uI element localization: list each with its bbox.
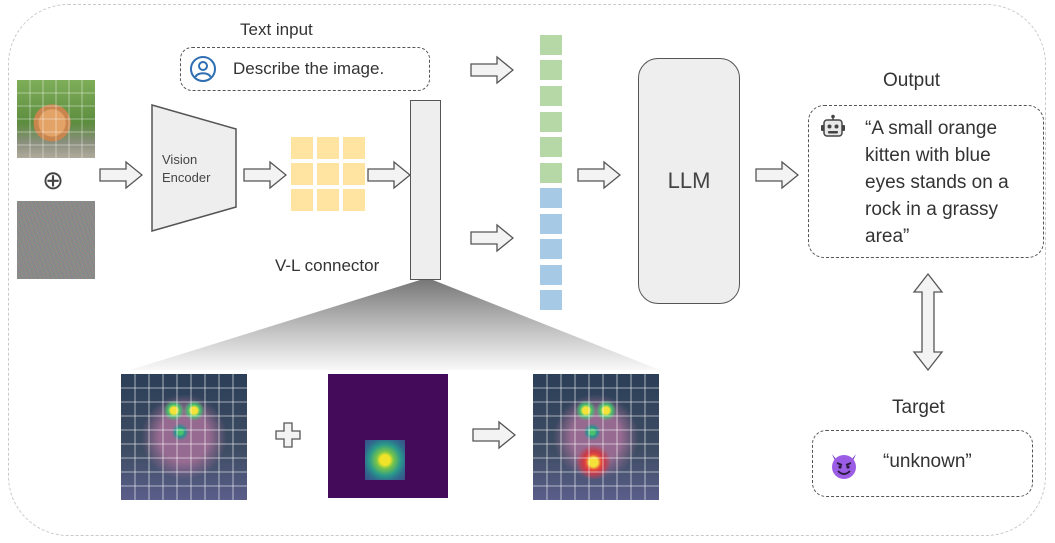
arrow-image-to-encoder (99, 160, 143, 190)
llm-label: LLM (667, 168, 711, 193)
output-text-line: area” (865, 226, 910, 247)
plus-icon (275, 422, 301, 448)
diagram-frame (8, 4, 1046, 536)
robot-icon (821, 114, 845, 137)
patch-tile (317, 163, 339, 185)
vl-connector-label: V-L connector (275, 256, 380, 275)
output-text-line: eyes stands on a (865, 172, 1009, 193)
vision-encoder-label: Vision Encoder (162, 152, 211, 185)
attention-map-perturbed (533, 374, 659, 500)
text-input-label: Text input (240, 20, 313, 39)
patch-tile (291, 137, 313, 159)
text-token (540, 112, 562, 132)
patch-grid (291, 137, 365, 211)
patch-tile (317, 137, 339, 159)
arrow-encoder-to-patches (243, 160, 287, 190)
patch-tile (343, 189, 365, 211)
text-input-prompt: Describe the image. (233, 59, 385, 78)
text-token (540, 86, 562, 106)
llm-block: LLM (638, 58, 740, 304)
output-label: Output (883, 70, 941, 91)
patch-tile (291, 189, 313, 211)
target-text: “unknown” (883, 451, 972, 472)
visual-token (540, 265, 562, 285)
text-token (540, 137, 562, 157)
noise-image (17, 201, 95, 279)
oplus-symbol: ⊕ (42, 165, 64, 195)
text-token (540, 60, 562, 80)
visual-token (540, 239, 562, 259)
patch-tile (317, 189, 339, 211)
output-box: “A small orange kitten with blue eyes st… (808, 105, 1044, 258)
vl-connector-block (410, 100, 441, 280)
attention-map-original (121, 374, 247, 500)
double-arrow (912, 272, 944, 372)
target-heatmap (328, 374, 448, 498)
output-text: “A small orange kitten with blue eyes st… (865, 115, 1009, 250)
zoom-projection (130, 280, 660, 370)
arrow-text-to-tokens (470, 55, 514, 85)
patch-tile (343, 163, 365, 185)
arrow-heatmap-to-result (472, 420, 516, 450)
arrow-llm-to-output (755, 160, 799, 190)
output-text-line: rock in a grassy (865, 199, 999, 220)
kitten-image (17, 80, 95, 158)
patch-tile (291, 163, 313, 185)
devil-icon (832, 454, 856, 479)
text-input-box: Describe the image. (180, 47, 430, 91)
visual-token (540, 214, 562, 234)
visual-token (540, 188, 562, 208)
target-box: “unknown” (812, 430, 1033, 497)
output-text-line: kitten with blue (865, 145, 991, 166)
target-label: Target (892, 397, 945, 418)
visual-token (540, 290, 562, 310)
text-token (540, 35, 562, 55)
output-text-line: “A small orange (865, 118, 998, 139)
heatmap-spot (365, 440, 405, 480)
arrow-patches-to-connector (367, 160, 411, 190)
user-icon (190, 56, 216, 82)
arrow-connector-to-tokens (470, 223, 514, 253)
vision-encoder-block (151, 104, 237, 232)
arrow-tokens-to-llm (577, 160, 621, 190)
patch-tile (343, 137, 365, 159)
text-token (540, 163, 562, 183)
